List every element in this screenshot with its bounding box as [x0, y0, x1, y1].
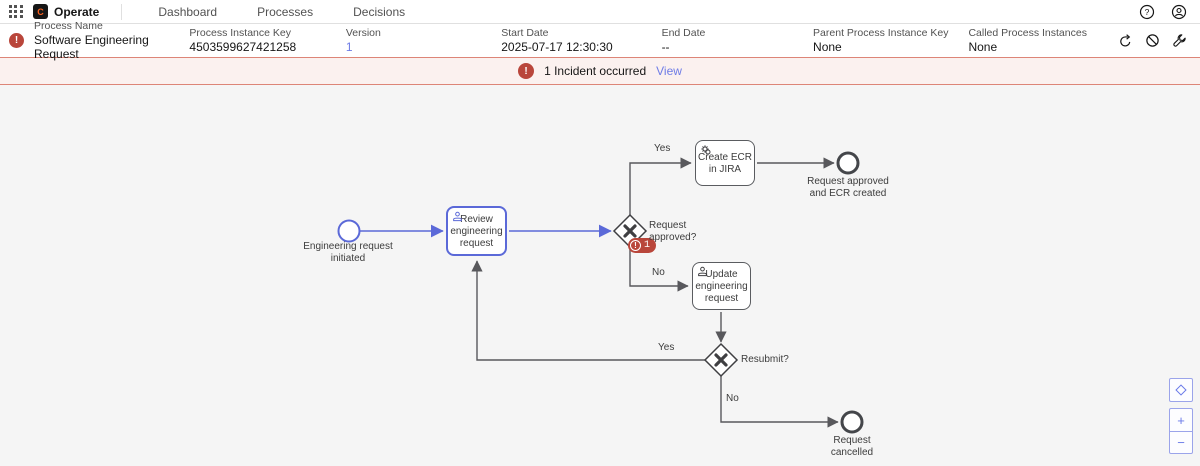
tab-dashboard[interactable]: Dashboard: [158, 4, 218, 19]
svg-text:?: ?: [1145, 7, 1150, 17]
start-event[interactable]: [337, 219, 361, 243]
bpmn-flows: [337, 151, 864, 434]
service-task-icon: [700, 144, 712, 160]
incident-state-icon: !: [9, 33, 24, 48]
nav-divider: [121, 3, 123, 20]
incident-banner-text: 1 Incident occurred: [544, 64, 647, 78]
cancel-instance-icon[interactable]: [1143, 32, 1161, 50]
field-version: Version 1: [346, 27, 501, 54]
end-event-approved[interactable]: [836, 151, 860, 175]
label-gateway-request-approved: Request approved?: [649, 220, 697, 243]
label-flow-no-mid: No: [652, 267, 665, 278]
end-event-cancelled[interactable]: [840, 410, 864, 434]
task-update-engineering-request[interactable]: Update engineering request: [692, 262, 751, 310]
gateway-resubmit[interactable]: [703, 342, 739, 378]
label-flow-no-bottom: No: [726, 393, 739, 404]
field-parent-process-instance-key: Parent Process Instance Key None: [813, 27, 949, 54]
label-end-event-cancelled: Request cancelled: [830, 435, 874, 458]
task-review-engineering-request[interactable]: Review engineering request: [446, 206, 507, 256]
user-task-icon: [697, 266, 708, 281]
field-end-date: End Date --: [661, 27, 706, 54]
field-start-date: Start Date 2025-07-17 12:30:30: [501, 27, 613, 54]
incident-banner-icon: !: [518, 63, 535, 79]
help-icon[interactable]: ?: [1136, 1, 1158, 23]
modify-instance-icon[interactable]: [1170, 32, 1188, 50]
camunda-logo: C: [33, 4, 48, 19]
version-link[interactable]: 1: [345, 40, 353, 54]
incident-count-badge[interactable]: ! 1: [628, 238, 657, 253]
field-process-instance-key: Process Instance Key 4503599627421258: [189, 27, 297, 54]
label-gateway-resubmit: Resubmit?: [741, 354, 789, 365]
zoom-in-button[interactable]: +: [1177, 412, 1185, 428]
reset-zoom-button[interactable]: [1170, 379, 1192, 401]
bpmn-diagram-canvas[interactable]: Review engineering request Create ECR in…: [0, 85, 1200, 466]
retry-instance-icon[interactable]: [1116, 32, 1134, 50]
zoom-out-button[interactable]: −: [1170, 431, 1192, 453]
field-process-name: Process Name Software Engineering Reques…: [34, 20, 149, 61]
app-title: Operate: [54, 4, 100, 19]
top-navigation: C Operate Dashboard Processes Decisions …: [0, 0, 1200, 24]
label-end-event-approved: Request approved and ECR created: [807, 176, 889, 199]
diagram-zoom-controls: + −: [1169, 378, 1193, 454]
tab-processes[interactable]: Processes: [257, 4, 314, 19]
instance-header: ! Process Name Software Engineering Requ…: [0, 20, 1200, 61]
label-flow-yes-loop: Yes: [658, 342, 675, 353]
user-task-icon: [452, 211, 463, 226]
incident-view-link[interactable]: View: [656, 64, 682, 78]
label-start-event: Engineering request initiated: [303, 241, 393, 264]
field-called-process-instances: Called Process Instances None: [968, 27, 1087, 54]
user-profile-icon[interactable]: [1168, 1, 1190, 23]
label-flow-yes-top: Yes: [654, 143, 671, 154]
task-create-ecr-in-jira[interactable]: Create ECR in JIRA: [695, 140, 755, 186]
incident-banner: ! 1 Incident occurred View: [0, 57, 1200, 85]
tab-decisions[interactable]: Decisions: [353, 4, 406, 19]
app-switcher-icon[interactable]: [9, 4, 23, 19]
reset-zoom-icon: [1175, 384, 1187, 396]
